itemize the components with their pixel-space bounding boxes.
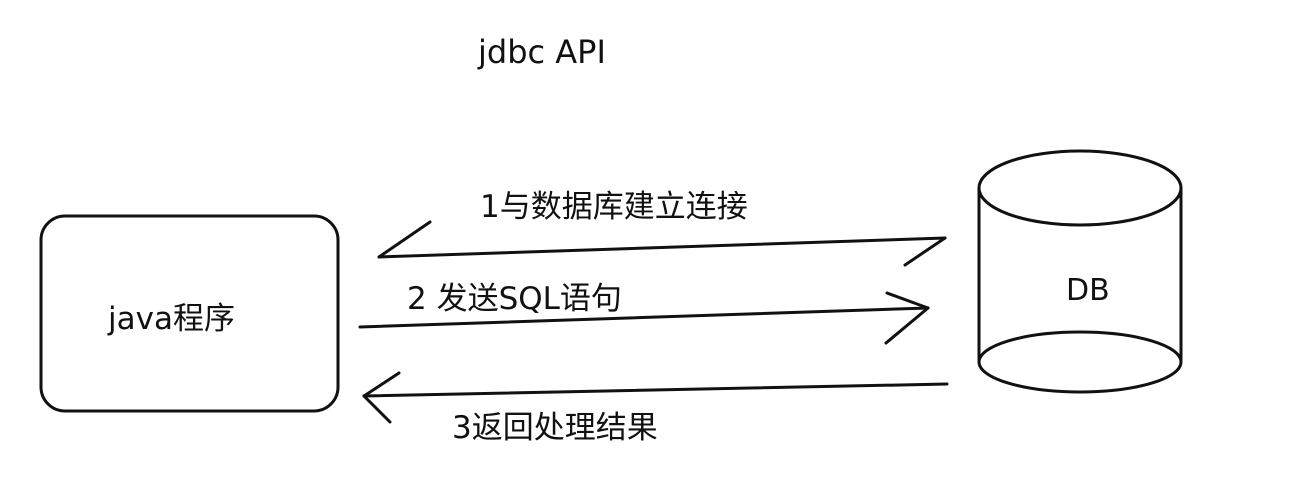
arrow-step-2	[358, 291, 930, 345]
database-label: DB	[1066, 273, 1110, 308]
java-program-box	[39, 214, 340, 413]
arrow-step-3-shaft	[362, 382, 949, 398]
step-2-label: 2 发送SQL语句	[407, 281, 622, 317]
database-cylinder	[977, 149, 1183, 394]
arrow-step-1-head-upper	[377, 220, 432, 259]
arrow-step-2-head-upper	[885, 291, 930, 310]
arrow-step-3-head-upper	[362, 371, 401, 398]
step-3-label: 3返回处理结果	[452, 410, 658, 446]
database-cylinder-top	[977, 149, 1183, 227]
database-cylinder-bottom	[977, 330, 1183, 394]
arrow-step-2-head-lower	[884, 306, 930, 345]
arrow-step-3	[362, 371, 949, 424]
arrow-step-1	[377, 220, 947, 267]
arrow-step-2-shaft	[358, 306, 930, 329]
arrow-step-1-tail-barb	[903, 236, 947, 267]
java-program-label: java程序	[108, 301, 235, 337]
diagram-title: jdbc API	[478, 33, 606, 71]
arrow-step-3-head-lower	[362, 394, 392, 424]
step-1-label: 1与数据库建立连接	[480, 189, 748, 225]
arrow-step-1-shaft	[377, 236, 947, 259]
